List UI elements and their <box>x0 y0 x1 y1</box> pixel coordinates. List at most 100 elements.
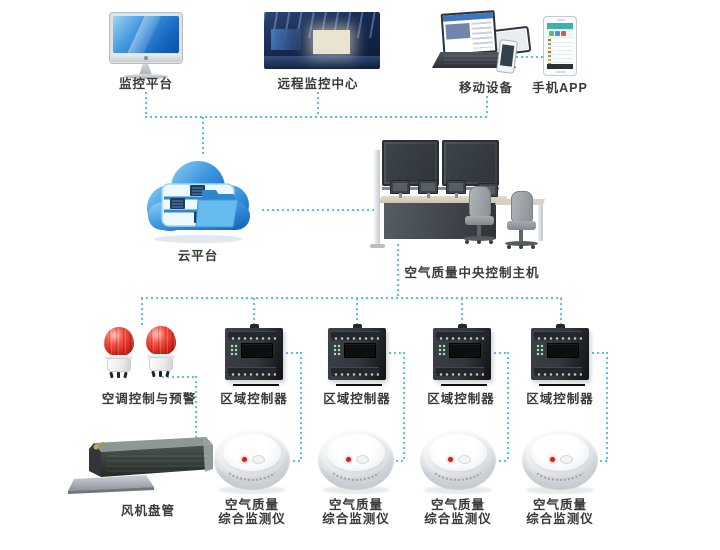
imac-screen <box>109 12 183 64</box>
air-monitor-icon <box>212 430 292 496</box>
screen-mount-bar <box>382 187 499 190</box>
connector-alarm-fancoil-v <box>195 376 197 456</box>
connector-zone4-monitor-v <box>606 352 608 462</box>
label-zone-controller-3: 区域控制器 <box>427 392 495 406</box>
connector-zone3-monitor-h1 <box>489 352 508 354</box>
label-mobile-devices: 移动设备 <box>458 81 514 95</box>
connector-alarm-drop <box>141 298 143 326</box>
app-list <box>547 39 573 64</box>
monitor-led <box>346 457 351 462</box>
connector-cloud-host <box>262 209 376 211</box>
connector-phone-link <box>511 56 545 58</box>
phone-app-icon <box>543 16 577 76</box>
label-fan-coil: 风机盘管 <box>120 504 176 518</box>
label-remote-center: 远程监控中心 <box>277 77 359 91</box>
big-screen-right <box>442 140 499 186</box>
label-air-monitor-2: 空气质量综合监测仪 <box>322 498 390 526</box>
apple-logo-icon <box>144 56 148 60</box>
return-desk-leg <box>538 205 543 241</box>
connector-zone1-monitor-v <box>300 352 302 462</box>
monitor-led <box>550 457 555 462</box>
imac-base <box>124 74 168 79</box>
remote-center-photo <box>264 12 380 69</box>
desk-monitor <box>390 180 410 198</box>
zone-controller-icon <box>223 324 285 386</box>
connector-zone2-monitor-v <box>403 352 405 462</box>
connector-zone2-monitor-h1 <box>384 352 404 354</box>
connector-alarm-fancoil-h <box>162 376 196 378</box>
phone-home-button <box>556 71 566 73</box>
connector-zone1-drop <box>253 298 255 324</box>
connector-zone3-monitor-v <box>507 352 509 462</box>
folder-icon <box>195 190 239 228</box>
laptop-webpage-header <box>442 12 494 22</box>
label-cloud-platform: 云平台 <box>177 249 219 263</box>
connector-zone2-monitor-h2 <box>391 460 404 462</box>
desk-monitor <box>446 180 466 198</box>
connector-zone3-monitor-h2 <box>494 460 508 462</box>
alarm-beacon-icon <box>102 327 136 379</box>
air-monitor-icon <box>520 430 600 496</box>
screen-pillar <box>374 150 380 246</box>
connector-host-drop <box>397 244 399 298</box>
connector-zone4-drop <box>560 298 562 324</box>
label-zone-controller-4: 区域控制器 <box>526 392 594 406</box>
office-chair <box>460 186 500 248</box>
phone-speaker <box>557 19 565 21</box>
app-tiles <box>547 29 573 54</box>
zone-controller-icon <box>326 324 388 386</box>
monitor-button <box>356 455 369 464</box>
alarm-beacon-icon <box>144 326 178 378</box>
room-wall-screens <box>270 29 302 50</box>
connector-zone4-monitor-h2 <box>595 460 607 462</box>
big-screen-left <box>382 140 439 186</box>
small-phone-icon <box>496 39 518 74</box>
zone-controller-icon <box>431 324 493 386</box>
app-header <box>547 23 573 29</box>
monitor-led <box>448 457 453 462</box>
laptop-webpage-text <box>471 21 494 49</box>
label-air-monitor-4: 空气质量综合监测仪 <box>526 498 594 526</box>
monitor-button <box>252 455 265 464</box>
connector-zone1-monitor-h2 <box>288 460 301 462</box>
desk-monitor <box>418 180 438 198</box>
app-bottom-bar <box>547 64 573 69</box>
label-air-monitor-1: 空气质量综合监测仪 <box>218 498 286 526</box>
connector-top-bus <box>145 116 488 118</box>
room-floor <box>264 56 380 69</box>
label-phone-app: 手机APP <box>532 81 588 95</box>
connector-remote-drop <box>317 92 319 116</box>
air-monitor-icon <box>316 430 396 496</box>
connector-cloud-drop <box>202 117 204 155</box>
connector-mobile-drop <box>486 96 488 116</box>
monitor-led <box>242 457 247 462</box>
connector-zone1-monitor-h1 <box>281 352 301 354</box>
imac-display <box>113 16 179 53</box>
label-zone-controller-2: 区域控制器 <box>323 392 391 406</box>
monitor-button <box>458 455 471 464</box>
connector-monitoring-drop <box>145 92 147 116</box>
cloud-platform-icon <box>147 161 250 243</box>
label-central-host: 空气质量中央控制主机 <box>404 266 540 280</box>
label-air-monitor-3: 空气质量综合监测仪 <box>424 498 492 526</box>
phone-app-screen <box>547 23 573 69</box>
label-ac-alarm: 空调控制与预警 <box>101 392 197 406</box>
monitoring-platform-icon <box>106 12 186 84</box>
zone-controller-icon <box>529 324 591 386</box>
fan-coil-icon <box>68 437 213 494</box>
laptop-keyboard <box>432 52 516 68</box>
laptop-screen <box>440 10 498 56</box>
connector-zone3-drop <box>461 298 463 324</box>
air-monitor-icon <box>418 430 498 496</box>
office-chair <box>502 191 542 253</box>
central-host-illustration <box>370 136 550 254</box>
connector-zone2-drop <box>356 298 358 324</box>
label-zone-controller-1: 区域控制器 <box>220 392 288 406</box>
pillar-foot <box>370 244 385 248</box>
connector-mid-bus <box>141 297 562 299</box>
imac-stand <box>139 64 152 75</box>
mobile-devices-icon <box>432 10 536 76</box>
label-monitoring-platform: 监控平台 <box>118 77 174 91</box>
laptop-webpage-image <box>445 22 471 40</box>
